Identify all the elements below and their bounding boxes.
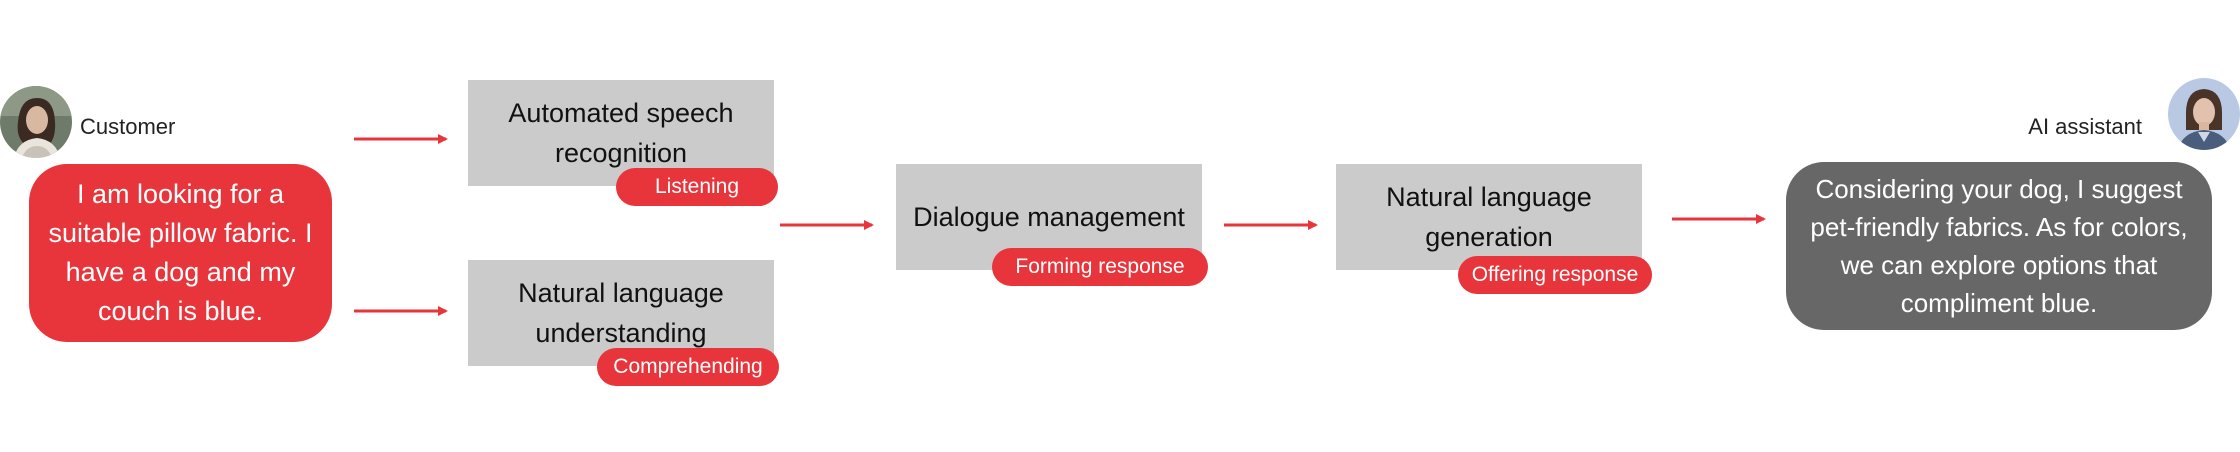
stage-nlu-box: Natural language understanding — [468, 260, 774, 366]
stage-nlg-box: Natural language generation — [1336, 164, 1642, 270]
assistant-avatar — [2168, 78, 2240, 150]
stage-nlg-title: Natural language generation — [1386, 182, 1592, 252]
stage-dm-tag: Forming response — [992, 248, 1208, 286]
stage-dm-title: Dialogue management — [913, 202, 1185, 232]
stage-asr-tag: Listening — [616, 168, 778, 206]
assistant-label: AI assistant — [2028, 114, 2142, 139]
stage-nlg-tag: Offering response — [1458, 256, 1652, 294]
assistant-message-bubble: Considering your dog, I suggest pet-frie… — [1786, 162, 2212, 330]
assistant-avatar-icon — [2168, 78, 2240, 150]
stage-nlu-title: Natural language understanding — [518, 278, 724, 348]
customer-message-text: I am looking for a suitable pillow fabri… — [48, 179, 313, 326]
stage-nlu-tag: Comprehending — [597, 348, 779, 386]
customer-label: Customer — [80, 114, 176, 139]
stage-asr-title: Automated speech recognition — [508, 98, 734, 168]
customer-message-bubble: I am looking for a suitable pillow fabri… — [29, 164, 332, 342]
assistant-message-text: Considering your dog, I suggest pet-frie… — [1810, 174, 2188, 318]
